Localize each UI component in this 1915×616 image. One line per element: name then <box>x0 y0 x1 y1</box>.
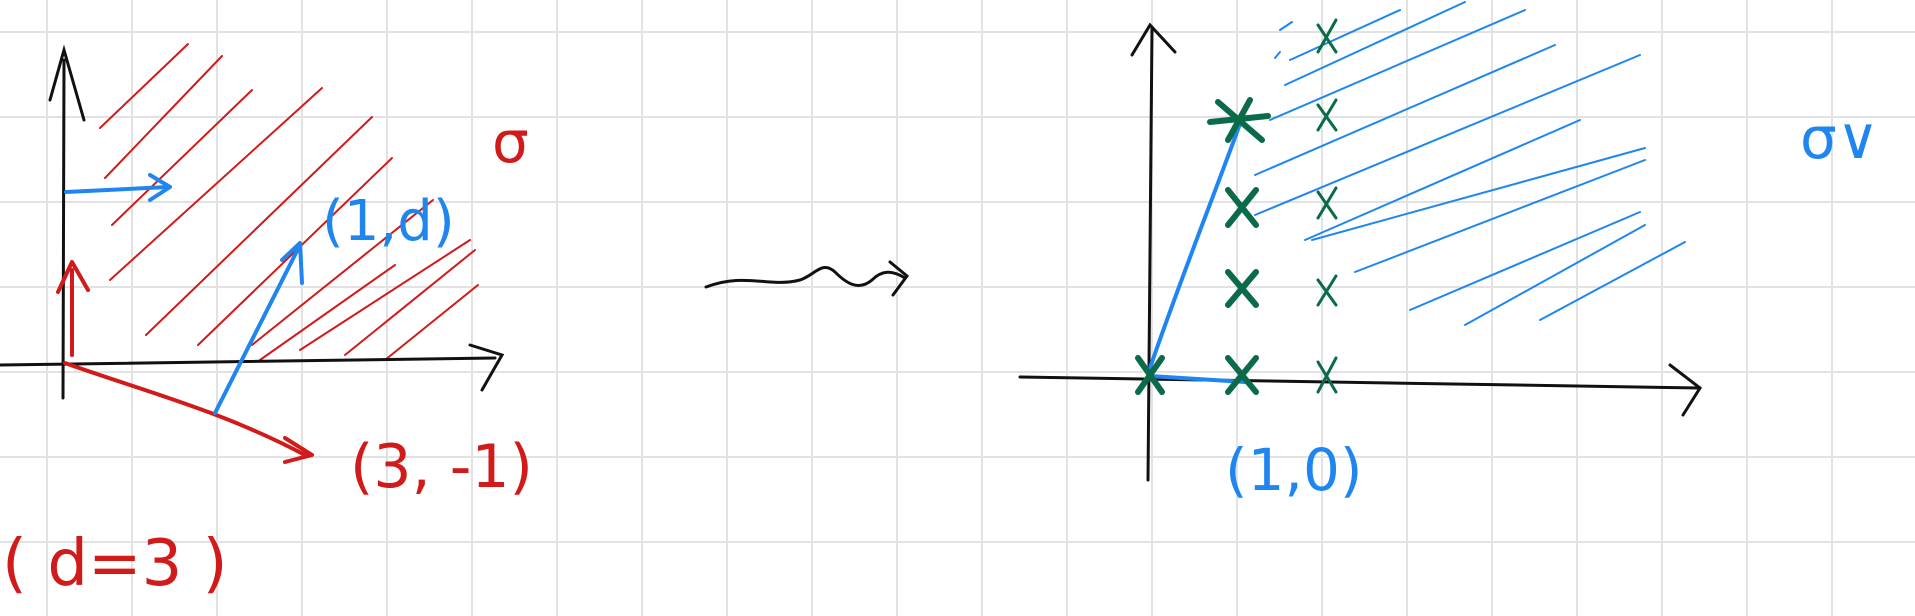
blue-vectors <box>64 173 304 415</box>
lattice-point-bold <box>1135 97 1271 395</box>
left-x-axis <box>0 356 497 367</box>
label-1-d: (1,d) <box>322 189 455 254</box>
right-x-axis <box>1018 375 1702 390</box>
blue-horizontal-arrowhead <box>148 173 172 202</box>
red-vectors <box>56 260 314 464</box>
dual-generators <box>1148 108 1247 384</box>
cone-label-sigma: σ <box>492 108 529 176</box>
lattice-points <box>1135 18 1338 395</box>
dual-ray-steep <box>1148 108 1247 370</box>
dual-cone-hatching <box>1254 1 1686 326</box>
left-panel: σ (1,d) (3, -1) ( d=3 ) <box>0 43 533 601</box>
left-axes <box>0 44 505 400</box>
left-y-axis <box>61 58 66 400</box>
right-x-arrowhead <box>1668 363 1702 417</box>
lattice-point-thin <box>1316 18 1338 394</box>
right-y-axis <box>1146 26 1154 482</box>
left-y-arrowhead <box>48 44 86 122</box>
right-y-arrowhead <box>1130 22 1177 57</box>
cone-hatching <box>99 43 479 361</box>
right-axes <box>1018 22 1702 482</box>
label-3-minus1: (3, -1) <box>350 432 533 502</box>
left-x-arrowhead <box>468 343 505 392</box>
blue-horizontal-arrow <box>64 185 170 194</box>
red-vector-3-minus1 <box>63 361 307 457</box>
squiggle-arrow-icon <box>704 260 910 297</box>
label-1-0: (1,0) <box>1225 436 1363 504</box>
dual-vector-1-0 <box>1148 374 1247 384</box>
red-vector-arrowhead <box>283 436 314 464</box>
blue-vector-1-d <box>213 243 302 415</box>
label-d-equals-3: ( d=3 ) <box>2 527 228 601</box>
red-up-arrowhead <box>56 260 90 294</box>
dual-cone-label: σ∨ <box>1800 104 1879 172</box>
blue-vector-arrowhead <box>280 241 304 285</box>
right-panel: σ∨ (1,0) <box>1018 1 1879 504</box>
